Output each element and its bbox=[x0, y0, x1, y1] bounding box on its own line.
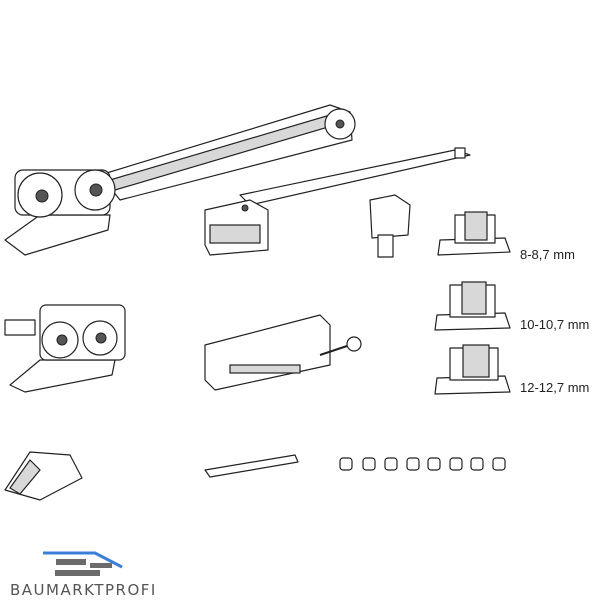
damper-unit bbox=[204, 314, 362, 391]
logo-text: BAUMARKTPROFI bbox=[10, 581, 157, 599]
size-label-12mm: 12-12,7 mm bbox=[520, 380, 590, 395]
floor-guide-10mm bbox=[434, 281, 511, 331]
floor-guide-12mm bbox=[434, 344, 511, 395]
size-label-10mm: 10-10,7 mm bbox=[520, 317, 590, 332]
flat-plate bbox=[204, 454, 299, 478]
stopper-clip bbox=[369, 194, 411, 258]
activator-bracket bbox=[204, 199, 269, 256]
size-label-8mm: 8-8,7 mm bbox=[520, 247, 575, 262]
soft-close-damper-rail bbox=[99, 104, 356, 201]
roller-carriage-bottom bbox=[4, 304, 126, 393]
spacer-nuts bbox=[339, 457, 506, 471]
roller-carriage-top bbox=[4, 169, 116, 256]
floor-guide-8mm bbox=[437, 211, 511, 256]
logo-mark bbox=[43, 551, 123, 576]
end-stop-block bbox=[4, 451, 83, 501]
